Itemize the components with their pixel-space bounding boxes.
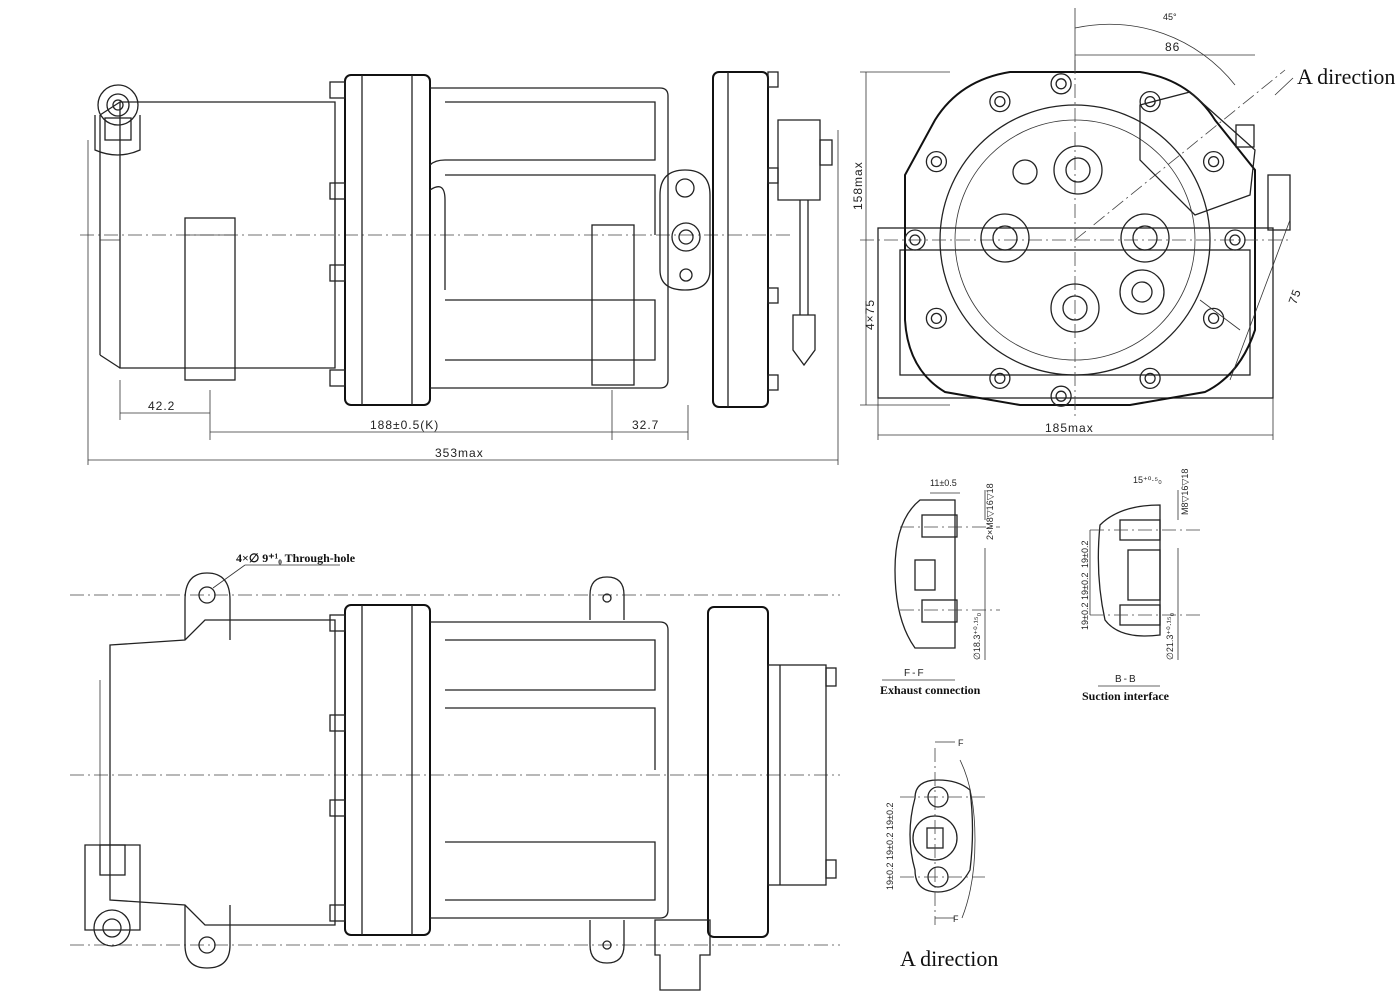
flange-bolt bbox=[1207, 155, 1220, 168]
dim-86: 86 bbox=[1165, 40, 1180, 54]
suction-boss-top bbox=[659, 169, 711, 291]
ad-dim-19c: 19±0.2 bbox=[885, 863, 895, 890]
flange-bolt bbox=[1050, 385, 1072, 407]
flange-bolt bbox=[994, 95, 1006, 108]
housing-bolts-top bbox=[329, 81, 346, 387]
flange-bolt bbox=[925, 150, 948, 173]
dim-75: 75 bbox=[1286, 287, 1304, 306]
flange-bolt bbox=[925, 307, 948, 330]
f-marker-top: F bbox=[958, 738, 964, 748]
top-side-view: 42.2 188±0.5(K) 32.7 353max bbox=[80, 71, 839, 465]
bb-dim-19b: 19±0.2 bbox=[1080, 573, 1090, 600]
a-direction-label-bottom: A direction bbox=[900, 946, 998, 971]
flange-bolt bbox=[1055, 390, 1067, 402]
flange-bolt-circles bbox=[904, 73, 1246, 407]
bb-dim-19c: 19±0.2 bbox=[1080, 603, 1090, 630]
dim-4x75: 4×75 bbox=[863, 299, 877, 330]
flange-bolt bbox=[1139, 367, 1161, 390]
flange-bolt bbox=[930, 312, 943, 325]
flange-bolt bbox=[1139, 90, 1161, 113]
section-ff: 11±0.5 2×M8▽16▽18 ∅18.3⁺⁰·¹⁵₀ F-F Exhaus… bbox=[880, 478, 1000, 697]
bottom-side-view: 4×∅ 9⁺¹₀ Through-hole bbox=[70, 551, 840, 991]
front-cover-bolts-bottom bbox=[825, 667, 837, 879]
mount-lug-top bbox=[184, 572, 231, 640]
flange-bolt bbox=[1202, 150, 1225, 173]
dim-32-7: 32.7 bbox=[632, 418, 659, 432]
ad-dim-19b: 19±0.2 bbox=[885, 833, 895, 860]
flange-bolt bbox=[1144, 372, 1156, 385]
housing-bolts-bottom bbox=[329, 614, 346, 922]
port-bolts bbox=[980, 145, 1170, 333]
ad-dim-19a: 19±0.2 bbox=[885, 803, 895, 830]
bb-dim-15: 15⁺⁰·⁵₀ bbox=[1133, 475, 1162, 485]
section-bb: 15⁺⁰·⁵₀ M8▽16▽18 19±0.2 19±0.2 19±0.2 ∅2… bbox=[1080, 469, 1200, 703]
bb-dim-19a: 19±0.2 bbox=[1080, 541, 1090, 568]
flange-bolt bbox=[989, 367, 1011, 390]
flange-bolt bbox=[1207, 312, 1220, 325]
dim-158: 158max bbox=[851, 161, 865, 210]
small-lug-bottom bbox=[589, 920, 625, 964]
ff-section-title: F-F bbox=[904, 668, 926, 679]
dim-185: 185max bbox=[1045, 421, 1094, 435]
f-marker-bottom: F bbox=[953, 914, 959, 924]
front-view-dimensions: 158max 4×75 185max 86 45° 75 bbox=[851, 8, 1304, 440]
flange-bolt bbox=[909, 234, 921, 246]
flange-bolt bbox=[989, 90, 1011, 113]
dim-353: 353max bbox=[435, 446, 484, 460]
front-flange-bolts bbox=[767, 71, 779, 391]
flange-bolt bbox=[930, 155, 943, 168]
plug-boss-bottom bbox=[84, 844, 141, 947]
bb-dim-21-3: ∅21.3⁺⁰·¹⁵₀ bbox=[1165, 613, 1175, 660]
ff-dim-18-3: ∅18.3⁺⁰·¹⁵₀ bbox=[972, 613, 982, 660]
ff-dim-11: 11±0.5 bbox=[930, 478, 957, 488]
front-end-view: 158max 4×75 185max 86 45° 75 A direction bbox=[851, 8, 1395, 440]
flange-bolt bbox=[1202, 307, 1225, 330]
dim-42-2: 42.2 bbox=[148, 399, 175, 413]
bb-dim-m8: M8▽16▽18 bbox=[1180, 469, 1190, 515]
flange-bolt bbox=[1050, 73, 1072, 95]
mount-lug-bottom bbox=[184, 905, 231, 969]
through-hole-label: 4×∅ 9⁺¹₀ Through-hole bbox=[236, 551, 356, 565]
a-direction-label-top: A direction bbox=[1297, 64, 1395, 89]
bb-section-caption: Suction interface bbox=[1082, 689, 1170, 703]
flange-bolt bbox=[1224, 229, 1246, 251]
dim-45deg: 45° bbox=[1163, 12, 1177, 22]
ff-section-caption: Exhaust connection bbox=[880, 683, 981, 697]
flange-bolt bbox=[994, 372, 1006, 385]
a-direction-detail: F F 19±0.2 19±0.2 19±0.2 A direction bbox=[885, 738, 998, 971]
flange-bolt bbox=[904, 229, 926, 251]
flange-bolt bbox=[1055, 78, 1067, 90]
bb-section-title: B-B bbox=[1115, 674, 1138, 685]
flange-bolt bbox=[1229, 234, 1241, 246]
mount-boss-top-left bbox=[94, 84, 141, 156]
small-lug-top bbox=[589, 576, 625, 620]
top-view-dimensions: 42.2 188±0.5(K) 32.7 353max bbox=[87, 130, 839, 465]
dim-188: 188±0.5(K) bbox=[370, 418, 439, 432]
ff-dim-m8: 2×M8▽16▽18 bbox=[985, 483, 995, 540]
